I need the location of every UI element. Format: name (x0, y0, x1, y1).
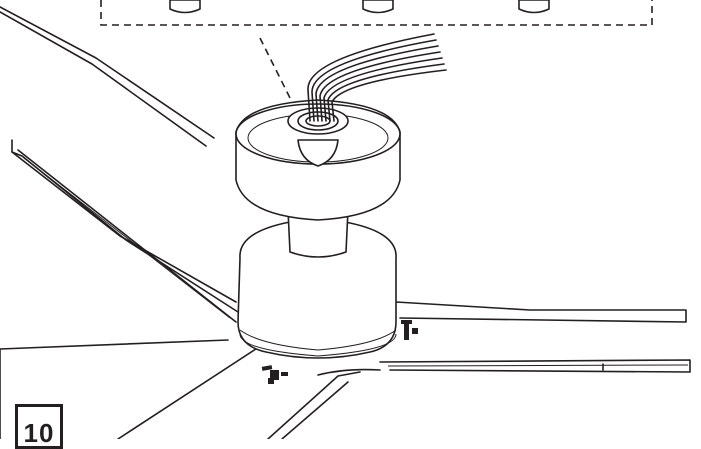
blade-bottom (267, 368, 381, 439)
fan-assembly-illustration (0, 0, 691, 439)
blade-lower-left (0, 339, 263, 439)
blade-screws-front (261, 365, 288, 384)
step-number: 10 (23, 418, 55, 448)
connector-right (518, 0, 550, 14)
motor-housing (237, 221, 397, 359)
wire-bundle (307, 33, 447, 122)
connector-left (169, 0, 201, 14)
blade-screws-right (401, 320, 418, 340)
connector-middle (362, 0, 394, 14)
blade-left (0, 6, 239, 323)
connector-inset-frame (100, 0, 653, 119)
downrod-adapter (287, 209, 349, 258)
step-number-box: 10 (15, 404, 63, 449)
blade-right (379, 301, 691, 373)
